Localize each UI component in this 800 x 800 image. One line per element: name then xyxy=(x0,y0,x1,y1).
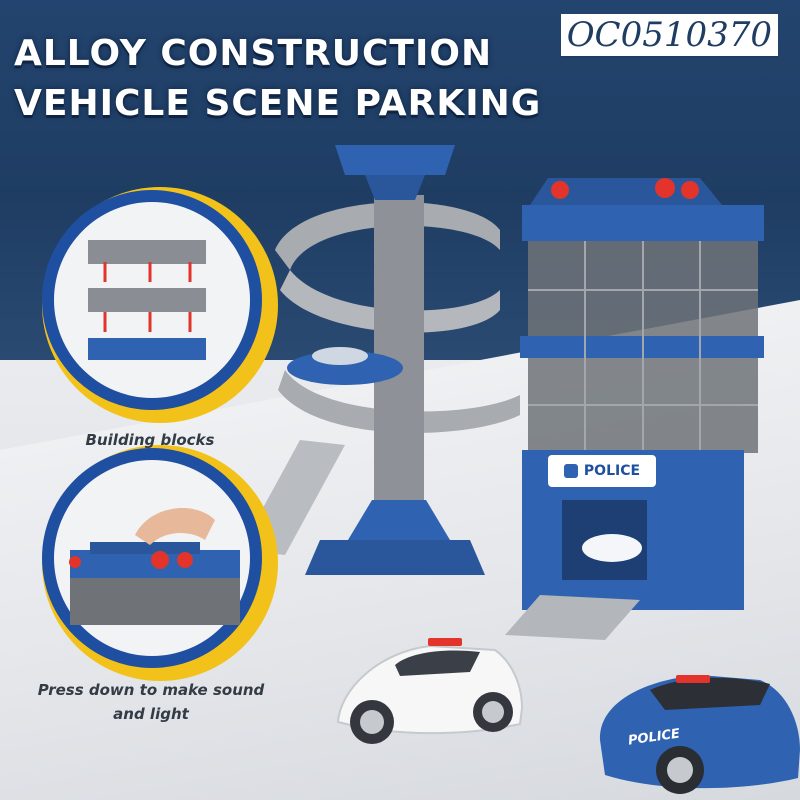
roof-light-center xyxy=(655,178,675,198)
badge-icon xyxy=(563,464,578,478)
stacking-blocks-icon xyxy=(88,240,206,360)
roof-light-left xyxy=(551,181,569,199)
tower-base xyxy=(305,540,485,575)
product-code: OC0510370 xyxy=(560,14,778,58)
spiral-ramp-top xyxy=(275,202,500,270)
feature-caption-sound-light: Press down to make sound and light xyxy=(37,681,265,723)
white-car-lightbar xyxy=(428,638,462,646)
white-car-rear-rim xyxy=(482,701,504,723)
title-line-1: ALLOY CONSTRUCTION xyxy=(14,33,493,74)
police-sign: POLICE xyxy=(548,455,656,487)
tower-base-neck xyxy=(348,500,450,540)
blue-car-lightbar xyxy=(676,675,710,683)
feature-caption-building-blocks: Building blocks xyxy=(85,431,215,449)
spiral-ramp-middle xyxy=(280,270,500,333)
blue-car-front-rim xyxy=(667,757,693,783)
blue-car-windshield xyxy=(650,677,770,710)
building-roof xyxy=(522,205,764,241)
building-grid-lines xyxy=(528,241,758,453)
spiral-ramp-bottom xyxy=(278,370,520,433)
tower-cap-neck xyxy=(365,175,425,200)
title-line-2: VEHICLE SCENE PARKING xyxy=(14,83,542,124)
roof-light-right xyxy=(681,181,699,199)
press-button-light-icon xyxy=(69,508,240,625)
ramp-car-window xyxy=(312,347,368,365)
police-sign-text: POLICE xyxy=(583,463,641,479)
exit-ramp xyxy=(505,595,640,640)
white-car-windshield xyxy=(395,650,480,676)
tower-top-cap xyxy=(335,145,455,175)
garage-police-car xyxy=(582,534,642,562)
police-sign-plate xyxy=(548,455,656,487)
white-car-front-rim xyxy=(360,710,384,734)
